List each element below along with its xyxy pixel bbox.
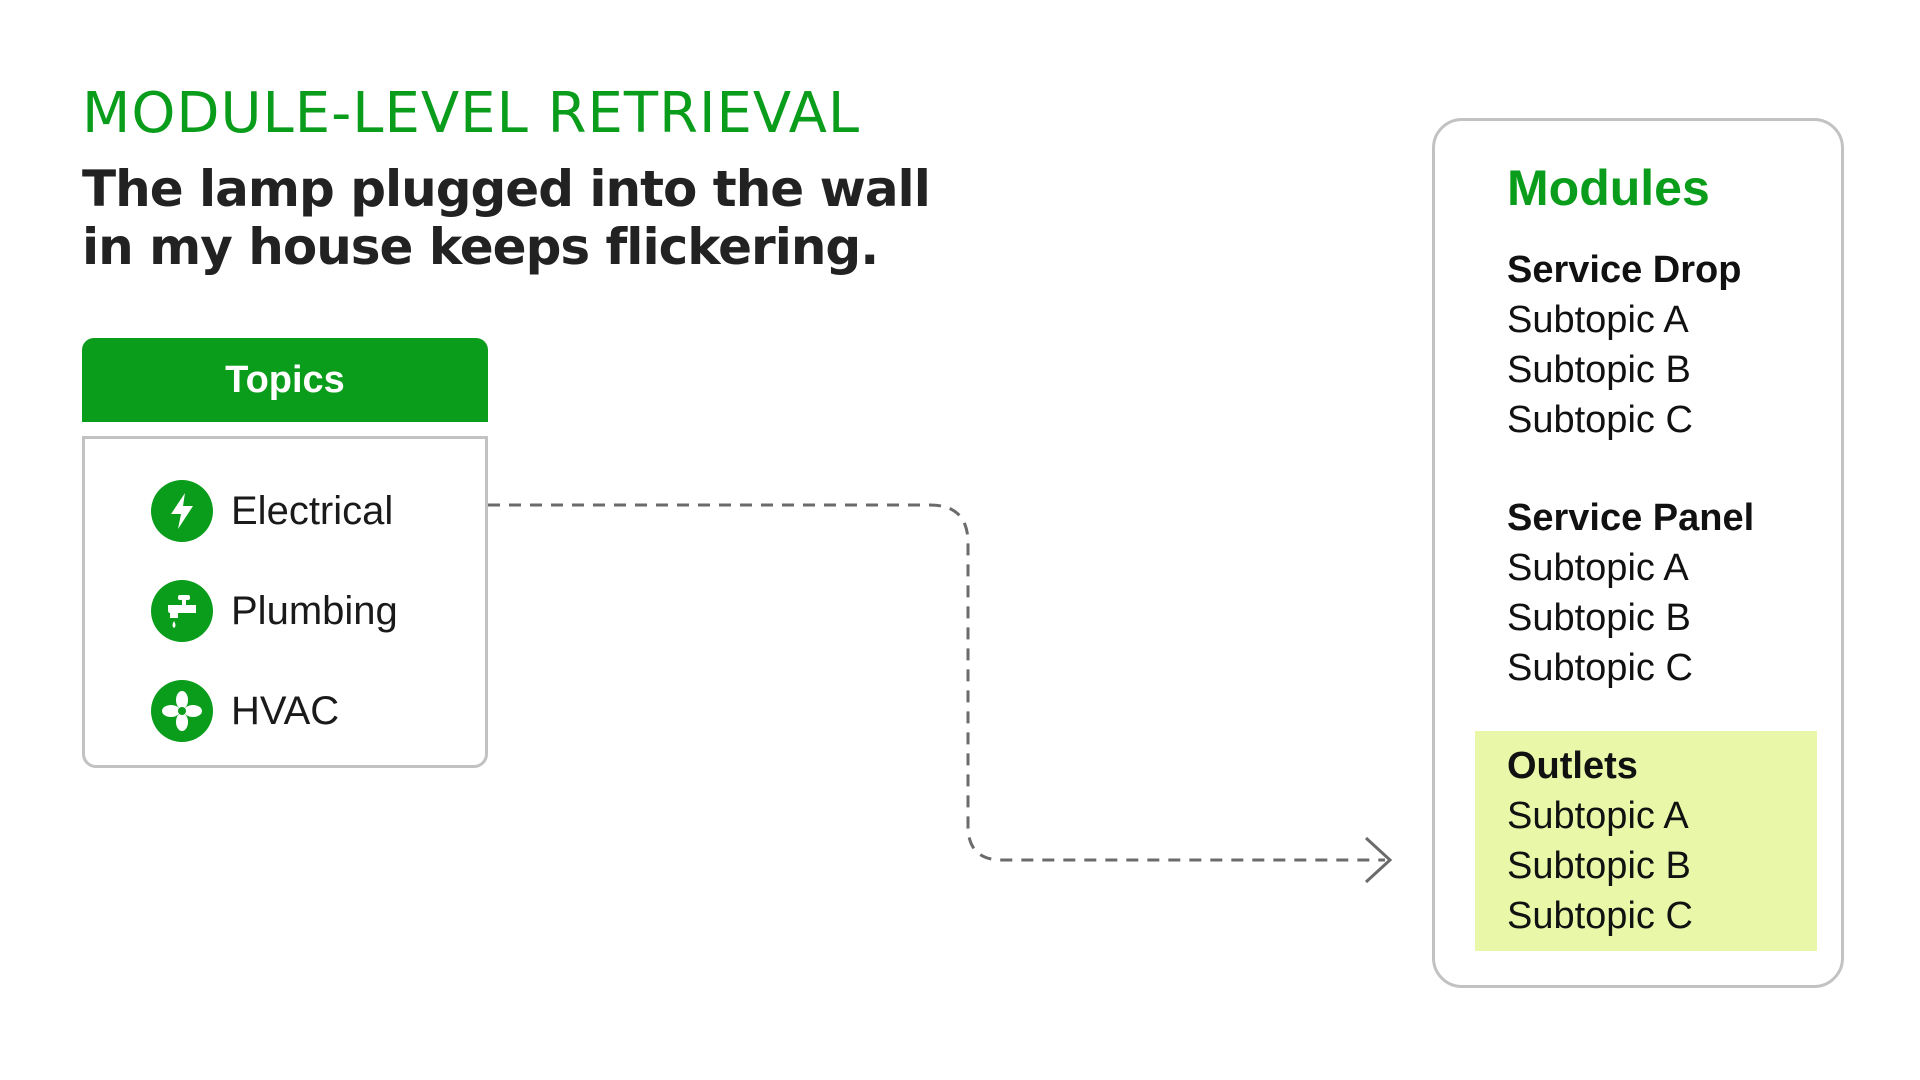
subtopic-item: Subtopic B [1507, 845, 1691, 887]
subtopic-item: Subtopic B [1507, 597, 1691, 639]
topic-label: HVAC [231, 688, 354, 734]
topics-title: Topics [225, 358, 345, 401]
modules-panel: Modules Service Drop Subtopic A Subtopic… [1432, 118, 1844, 988]
module-outlets[interactable]: Outlets Subtopic A Subtopic B Subtopic C [1507, 741, 1827, 941]
headline: The lamp plugged into the wall in my hou… [82, 160, 982, 276]
faucet-icon [151, 580, 213, 642]
subtopic-item: Subtopic B [1507, 349, 1691, 391]
topic-label: Plumbing [231, 588, 412, 634]
eyebrow-title: MODULE-LEVEL RETRIEVAL [82, 81, 861, 146]
subtopic-item: Subtopic C [1507, 895, 1693, 937]
module-name: Service Panel [1507, 497, 1755, 539]
modules-title: Modules [1507, 160, 1710, 216]
headline-line-2: in my house keeps flickering. [82, 218, 879, 276]
headline-line-1: The lamp plugged into the wall [82, 160, 931, 218]
module-service-panel[interactable]: Service Panel Subtopic A Subtopic B Subt… [1507, 493, 1827, 693]
highlighted-module-background [1475, 731, 1817, 951]
topic-label: Electrical [231, 488, 408, 534]
fan-icon [151, 680, 213, 742]
subtopic-item: Subtopic A [1507, 547, 1689, 589]
subtopic-item: Subtopic C [1507, 399, 1693, 441]
topic-item-plumbing[interactable]: Plumbing [151, 579, 412, 643]
topic-item-electrical[interactable]: Electrical [151, 479, 408, 543]
subtopic-item: Subtopic C [1507, 647, 1693, 689]
topics-panel: Electrical Plumbing HVAC [82, 436, 488, 768]
subtopic-item: Subtopic A [1507, 299, 1689, 341]
topic-item-hvac[interactable]: HVAC [151, 679, 354, 743]
module-name: Outlets [1507, 745, 1638, 787]
lightning-bolt-icon [151, 480, 213, 542]
module-service-drop[interactable]: Service Drop Subtopic A Subtopic B Subto… [1507, 245, 1827, 445]
subtopic-item: Subtopic A [1507, 795, 1689, 837]
module-name: Service Drop [1507, 249, 1742, 291]
topics-header: Topics [82, 338, 488, 422]
